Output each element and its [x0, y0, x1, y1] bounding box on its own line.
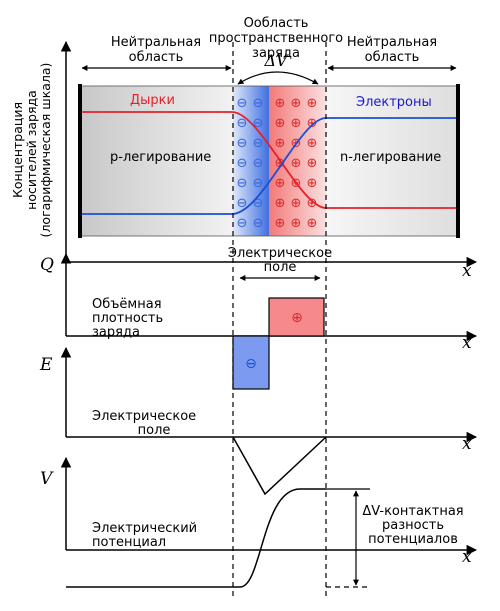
q-axis-label: Q [40, 255, 54, 275]
dv-label-line2: разность [382, 518, 444, 533]
negative-depletion [233, 86, 269, 236]
potential-panel: V x Электрический потенциал ΔV-контактна… [40, 456, 478, 588]
field-profile [232, 436, 327, 496]
electrons-curve [82, 117, 456, 215]
svg-text:Концентрация: Концентрация [10, 102, 25, 198]
svg-text:(логарифмическая шкала): (логарифмическая шкала) [38, 63, 53, 238]
electric-field-panel: E x Электрическое поле [39, 346, 478, 496]
minus-sign: ⊖ [245, 356, 257, 372]
minus-ion: ⊖ [237, 196, 248, 211]
right-contact [456, 84, 460, 238]
negative-ions: ⊖ ⊖ ⊖ ⊖ ⊖ ⊖ ⊖ ⊖ ⊖ ⊖ ⊖ ⊖ ⊖ ⊖ [237, 96, 264, 231]
neutral-right-line1: Нейтральная [347, 35, 437, 50]
sce-title-line3: заряда [252, 46, 300, 61]
e-axis-label: E [39, 355, 53, 375]
minus-ion: ⊖ [253, 156, 264, 171]
plus-ion: ⊕ [291, 196, 302, 211]
q-label-line2: плотность [92, 311, 163, 326]
neutral-right-line2: область [365, 50, 420, 65]
q-label-line1: Объёмная [92, 297, 162, 312]
dv-label-line1: ΔV-контактная [362, 504, 463, 519]
dv-label-line3: потенциалов [368, 532, 458, 547]
positive-ions: ⊕⊕⊕⊕⊕⊕⊕⊕⊕⊕⊕⊕⊕⊕⊕⊕⊕⊕⊕⊕⊕ [275, 96, 318, 231]
plus-ion: ⊕ [275, 136, 286, 151]
v-axis-label: V [40, 469, 54, 489]
plus-ion: ⊕ [275, 176, 286, 191]
positive-depletion [269, 86, 326, 236]
plus-ion: ⊕ [275, 156, 286, 171]
minus-ion: ⊖ [237, 176, 248, 191]
plus-ion: ⊕ [307, 96, 318, 111]
field-label-line2: поле [264, 260, 297, 275]
plus-ion: ⊕ [275, 116, 286, 131]
y-axis-title: Концентрация носителей заряда (логарифми… [10, 63, 53, 238]
v-label-line2: потенциал [92, 535, 166, 550]
minus-ion: ⊖ [253, 196, 264, 211]
v-label-line1: Электрический [92, 521, 197, 536]
field-label-line1: Электрическое [228, 246, 332, 261]
plus-ion: ⊕ [307, 176, 318, 191]
electrons-label: Электроны [356, 95, 432, 110]
minus-ion: ⊖ [253, 116, 264, 131]
plus-ion: ⊕ [291, 216, 302, 231]
p-doping-label: p-легирование [110, 150, 211, 165]
p-region [80, 86, 233, 236]
positive-charge-block [268, 297, 325, 337]
plus-ion: ⊕ [291, 96, 302, 111]
delta-v-label: ΔV [263, 51, 289, 70]
delta-v-arc [237, 71, 319, 85]
plus-ion: ⊕ [275, 216, 286, 231]
concentration-panel: x ⊖⊖⊖⊖⊖⊖⊖⊖⊖⊖⊖⊖⊖⊖ ⊕⊕⊕⊕⊕⊕⊕⊕⊕⊕⊕⊕⊕⊕⊕⊕⊕⊕⊕⊕⊕ Д… [10, 16, 478, 281]
holes-curve [82, 111, 456, 209]
neutral-left-line1: Нейтральная [111, 35, 201, 50]
plus-ion: ⊕ [275, 196, 286, 211]
negative-charge-block [232, 335, 270, 390]
e-label-line1: Электрическое [92, 409, 196, 424]
q-x-label: x [462, 333, 472, 353]
sce-title-line1: Оoбласть [244, 16, 309, 31]
sce-title-line2: пространственного [209, 31, 343, 46]
plus-sign: ⊕ [291, 310, 303, 326]
e-x-label: x [462, 434, 472, 454]
n-doping-label: n-легирование [340, 150, 441, 165]
e-label-line2: поле [138, 423, 171, 438]
minus-ion: ⊖ [237, 96, 248, 111]
minus-ion: ⊖ [237, 116, 248, 131]
plus-ion: ⊕ [307, 156, 318, 171]
holes-label: Дырки [130, 93, 175, 108]
svg-text:носителей заряда: носителей заряда [24, 90, 39, 210]
left-contact [78, 84, 82, 238]
q-label-line3: заряда [92, 325, 140, 340]
minus-ion: ⊖ [253, 176, 264, 191]
minus-ion: ⊖ [237, 156, 248, 171]
minus-ion: ⊖ [237, 136, 248, 151]
neutral-left-line2: область [129, 50, 184, 65]
potential-curve [66, 488, 326, 588]
n-region [326, 86, 458, 236]
plus-ion: ⊕ [291, 116, 302, 131]
x-axis-label: x [462, 261, 472, 281]
minus-ion: ⊖ [253, 136, 264, 151]
minus-ion: ⊖ [253, 96, 264, 111]
v-x-label: x [462, 547, 472, 567]
plus-ion: ⊕ [275, 96, 286, 111]
plus-ion: ⊕ [307, 116, 318, 131]
plus-ion: ⊕ [307, 196, 318, 211]
plus-ion: ⊕ [307, 216, 318, 231]
plus-ion: ⊕ [291, 156, 302, 171]
minus-ion: ⊖ [253, 216, 264, 231]
charge-density-panel: Q x Электрическое поле ⊕ ⊖ Объёмная плот… [40, 246, 478, 390]
minus-ion: ⊖ [237, 216, 248, 231]
plus-ion: ⊕ [307, 136, 318, 151]
